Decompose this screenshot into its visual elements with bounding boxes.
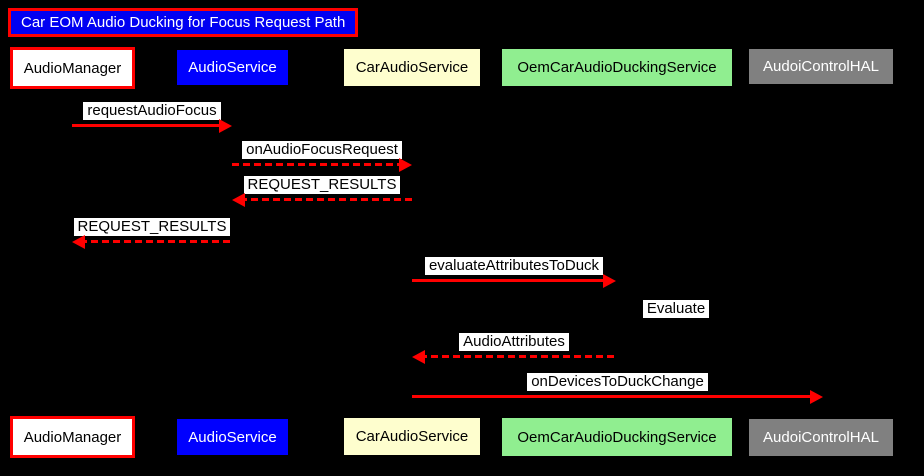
message-audioattributes: AudioAttributes	[412, 333, 616, 365]
participant-oemcaraudioduckingservice-top: OemCarAudioDuckingService	[502, 49, 732, 86]
participant-audioservice-top: AudioService	[177, 50, 288, 85]
arrow-line	[412, 279, 608, 282]
message-ondevicestoduckchange: onDevicesToDuckChange	[412, 373, 823, 405]
message-evaluate-self: Evaluate	[616, 300, 736, 318]
arrow-line	[80, 240, 232, 243]
arrow-line	[420, 355, 616, 358]
arrow-line	[72, 124, 224, 127]
participant-label: AudoiControlHAL	[763, 58, 879, 75]
participant-caraudioservice-top: CarAudioService	[344, 49, 480, 86]
participant-audoicontrolhal-top: AudoiControlHAL	[749, 49, 893, 84]
participant-label: AudoiControlHAL	[763, 429, 879, 446]
participant-audiomanager-bottom: AudioManager	[10, 416, 135, 458]
participant-label: OemCarAudioDuckingService	[517, 59, 717, 76]
participant-label: OemCarAudioDuckingService	[517, 428, 717, 446]
message-request-results-2: REQUEST_RESULTS	[72, 218, 232, 250]
message-label: requestAudioFocus	[83, 102, 221, 120]
participant-audoicontrolhal-bottom: AudoiControlHAL	[749, 419, 893, 456]
message-label: Evaluate	[642, 300, 710, 318]
participant-label: AudioManager	[23, 59, 122, 77]
arrow-line	[232, 163, 404, 166]
message-label: REQUEST_RESULTS	[243, 176, 401, 194]
message-evaluateattributestoduck: evaluateAttributesToDuck	[412, 257, 616, 289]
arrow-dashed-left	[232, 193, 412, 208]
arrow-solid-right	[412, 390, 823, 405]
arrow-solid-right	[72, 119, 232, 134]
arrow-dashed-left	[412, 350, 616, 365]
arrowhead-icon	[232, 193, 245, 207]
participant-audiomanager-top: AudioManager	[10, 47, 135, 89]
arrow-line	[240, 198, 412, 201]
arrowhead-icon	[810, 390, 823, 404]
message-label: onAudioFocusRequest	[242, 141, 402, 159]
arrow-solid-right	[412, 274, 616, 289]
participant-label: AudioService	[188, 428, 277, 446]
participant-label: CarAudioService	[355, 428, 469, 445]
participant-oemcaraudioduckingservice-bottom: OemCarAudioDuckingService	[502, 418, 732, 456]
message-label: evaluateAttributesToDuck	[424, 257, 604, 275]
arrowhead-icon	[412, 350, 425, 364]
message-requestaudiofocus: requestAudioFocus	[72, 102, 232, 134]
participant-caraudioservice-bottom: CarAudioService	[344, 418, 480, 455]
arrowhead-icon	[219, 119, 232, 133]
participant-label: AudioService	[188, 59, 277, 76]
participant-label: AudioManager	[23, 428, 122, 446]
message-label: AudioAttributes	[459, 333, 569, 351]
message-onaudiofocusrequest: onAudioFocusRequest	[232, 141, 412, 173]
message-request-results-1: REQUEST_RESULTS	[232, 176, 412, 208]
arrowhead-icon	[603, 274, 616, 288]
diagram-title: Car EOM Audio Ducking for Focus Request …	[8, 8, 359, 37]
arrow-line	[412, 395, 815, 398]
message-label: onDevicesToDuckChange	[527, 373, 708, 391]
arrowhead-icon	[72, 235, 85, 249]
message-label: REQUEST_RESULTS	[73, 218, 231, 236]
participant-label: CarAudioService	[355, 59, 469, 76]
arrow-dashed-right	[232, 158, 412, 173]
arrow-dashed-left	[72, 235, 232, 250]
arrowhead-icon	[399, 158, 412, 172]
participant-audioservice-bottom: AudioService	[177, 419, 288, 455]
